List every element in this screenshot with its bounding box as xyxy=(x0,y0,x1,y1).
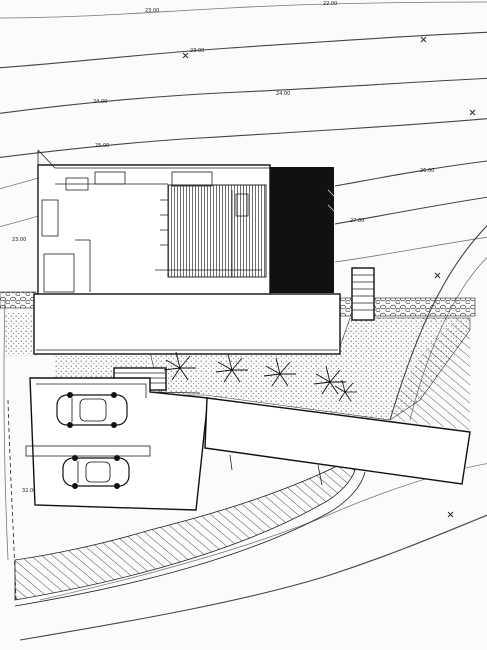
hatched-slope-east xyxy=(350,318,470,430)
dark-roof xyxy=(270,167,334,293)
stairs xyxy=(351,267,375,321)
palm-tree-icon xyxy=(215,353,248,383)
planted-strip xyxy=(5,312,37,356)
contour-label: 26.00 xyxy=(420,168,434,174)
contour-label: 32.00 xyxy=(22,488,36,494)
contour-label: 24.00 xyxy=(93,99,107,105)
contour-label: 24.00 xyxy=(276,91,290,97)
house xyxy=(37,149,271,296)
property-line xyxy=(229,454,323,486)
stone-wall-west xyxy=(0,291,37,309)
car-icon xyxy=(62,455,130,489)
contour-label: 22.00 xyxy=(323,1,337,7)
property-line xyxy=(7,399,17,601)
contour-label: 23.00 xyxy=(145,8,159,14)
elevation-labels: 23.00 22.00 23.00 24.00 24.00 25.00 26.0… xyxy=(12,1,434,494)
palm-tree-icon xyxy=(263,357,296,387)
palm-tree-icon xyxy=(313,365,346,395)
contour-label: 27.00 xyxy=(350,218,364,224)
palm-tree-icon xyxy=(334,379,357,402)
contour-label: 23.00 xyxy=(190,48,204,54)
pool-volume xyxy=(33,293,341,355)
car-icon xyxy=(56,392,128,428)
terrace-room xyxy=(167,184,267,278)
contour-label: 23.00 xyxy=(12,237,26,243)
palm-tree-icon xyxy=(163,351,196,381)
contour-label: 25.00 xyxy=(95,143,109,149)
deck-beam xyxy=(204,397,471,485)
